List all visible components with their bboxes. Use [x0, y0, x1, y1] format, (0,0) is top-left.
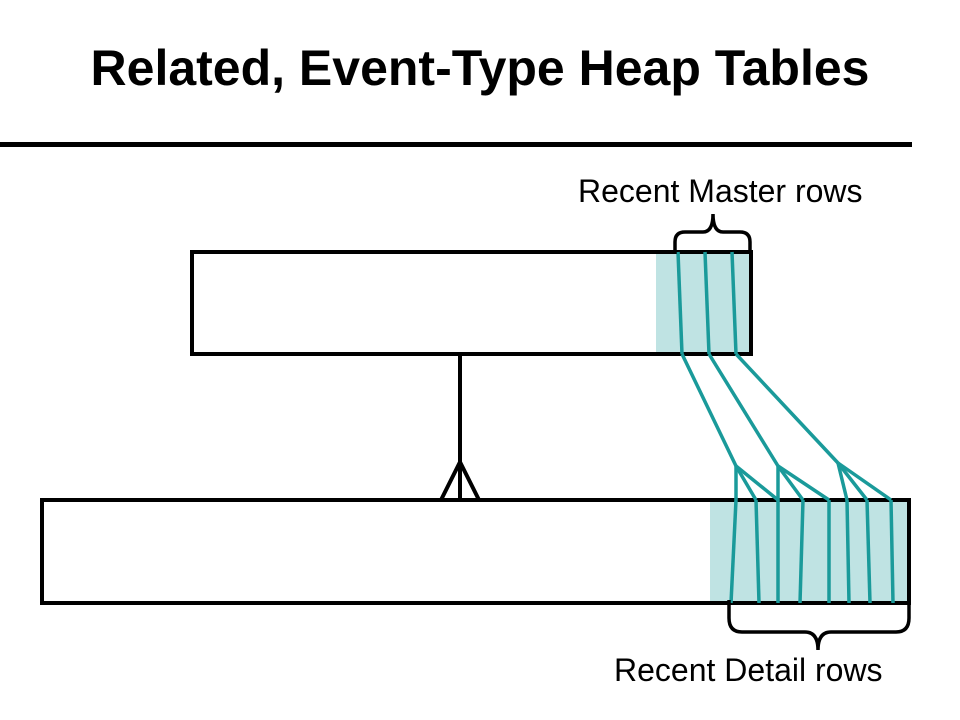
master-detail-links [680, 352, 893, 502]
master-row-line [676, 251, 684, 355]
slide-title: Related, Event-Type Heap Tables [90, 40, 870, 96]
relationship-connector [439, 354, 481, 501]
detail-row-line [729, 499, 738, 604]
detail-fan-line [836, 462, 849, 501]
master-table [190, 250, 753, 356]
title-divider [0, 142, 912, 147]
master-to-detail-link [734, 352, 840, 465]
detail-row-lines [729, 499, 895, 604]
master-table-box [190, 250, 753, 356]
master-rows-brace [673, 213, 752, 254]
master-row-lines [676, 251, 738, 355]
detail-fan-line [734, 465, 758, 501]
detail-fan-line [777, 464, 830, 502]
detail-rows-brace [727, 600, 911, 651]
detail-row-line [754, 499, 761, 604]
detail-fan-line [734, 464, 780, 502]
recent-master-rows-label: Recent Master rows [578, 173, 863, 209]
detail-recent-region [710, 500, 909, 603]
master-row-line [730, 251, 738, 355]
master-row-line [703, 251, 711, 355]
detail-fan-line [836, 461, 893, 502]
detail-row-line [798, 499, 805, 604]
detail-fan-line [776, 464, 805, 502]
master-to-detail-link [680, 353, 738, 467]
recent-detail-rows-label: Recent Detail rows [614, 652, 883, 688]
detail-table [40, 498, 911, 605]
detail-row-line [845, 499, 851, 604]
crows-foot-left [439, 461, 462, 501]
detail-row-line [865, 499, 872, 604]
detail-table-box [40, 498, 911, 605]
detail-row-line [889, 499, 895, 604]
master-to-detail-link [707, 353, 780, 467]
crows-foot-right [458, 461, 481, 501]
detail-fan-line [836, 461, 869, 502]
